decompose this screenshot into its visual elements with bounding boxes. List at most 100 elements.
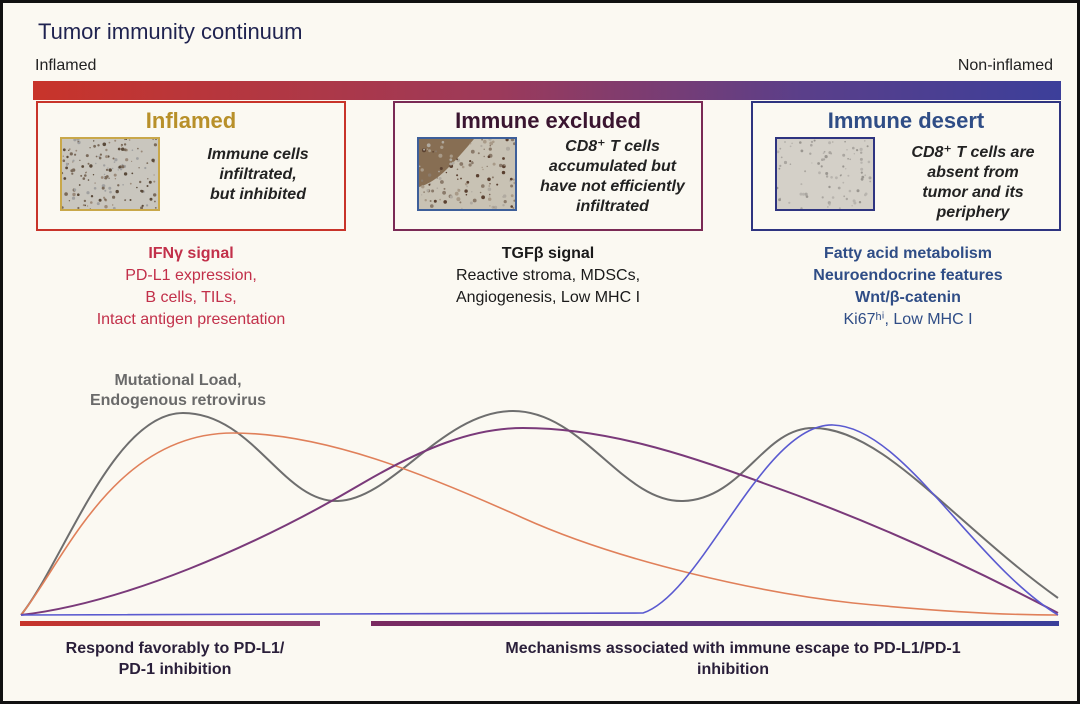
cell-dot bbox=[154, 200, 156, 203]
cell-dot bbox=[846, 149, 848, 151]
cell-dot bbox=[509, 177, 513, 181]
inflamed-description: Immune cells infiltrated, but inhibited bbox=[178, 145, 338, 205]
cell-dot bbox=[471, 161, 474, 165]
cell-dot bbox=[108, 141, 111, 144]
cell-dot bbox=[423, 191, 425, 193]
cell-dot bbox=[147, 178, 149, 180]
inflamed-histology-image bbox=[60, 137, 160, 211]
cell-dot bbox=[68, 200, 71, 202]
excluded-signal-title: TGFβ signal bbox=[501, 245, 595, 262]
cell-dot bbox=[828, 141, 832, 145]
cell-dot bbox=[146, 185, 149, 187]
cell-dot bbox=[470, 149, 475, 154]
cell-dot bbox=[90, 195, 94, 198]
cell-dot bbox=[789, 163, 792, 165]
cell-dot bbox=[120, 145, 123, 147]
cell-dot bbox=[97, 144, 100, 147]
cell-dot bbox=[90, 201, 93, 204]
desert-desc-line: CD8⁺ T cells are bbox=[911, 144, 1035, 161]
cell-dot bbox=[146, 162, 149, 164]
cell-dot bbox=[98, 198, 102, 202]
cell-dot bbox=[72, 192, 76, 197]
immune-desert-box: Immune desert CD8⁺ T cells are absent fr… bbox=[751, 101, 1061, 231]
cell-dot bbox=[465, 193, 468, 196]
desert-description: CD8⁺ T cells are absent from tumor and i… bbox=[888, 143, 1058, 223]
cell-dot bbox=[65, 162, 68, 165]
cell-dot bbox=[426, 148, 429, 150]
cell-dot bbox=[503, 164, 506, 167]
cell-dot bbox=[860, 177, 864, 181]
cell-dot bbox=[69, 148, 71, 150]
respond-label: Respond favorably to PD-L1/ PD-1 inhibit… bbox=[25, 638, 325, 680]
cell-dot bbox=[492, 162, 496, 166]
cell-dot bbox=[101, 186, 105, 190]
cell-dot bbox=[108, 168, 112, 172]
cell-dot bbox=[79, 159, 81, 161]
cell-dot bbox=[115, 189, 119, 194]
cell-dot bbox=[456, 197, 461, 202]
blue-curve bbox=[20, 424, 1059, 616]
figure-title: Tumor immunity continuum bbox=[38, 19, 303, 44]
cell-dot bbox=[61, 206, 64, 209]
cell-dot bbox=[125, 158, 129, 162]
cell-dot bbox=[466, 180, 470, 184]
cell-dot bbox=[451, 161, 455, 165]
cell-dot bbox=[430, 204, 434, 208]
cell-dot bbox=[503, 194, 507, 198]
cell-dot bbox=[457, 188, 461, 192]
cell-dot bbox=[852, 146, 855, 150]
cell-dot bbox=[489, 145, 491, 147]
continuum-gradient-bar bbox=[33, 81, 1061, 100]
cell-dot bbox=[488, 197, 492, 201]
cell-dot bbox=[800, 183, 803, 186]
desert-signal-title: Wnt/β-catenin bbox=[855, 289, 961, 306]
cell-dot bbox=[112, 157, 115, 160]
cell-dot bbox=[847, 158, 849, 160]
cell-dot bbox=[73, 188, 77, 191]
cell-dot bbox=[154, 207, 157, 209]
cell-dot bbox=[466, 185, 468, 188]
cell-dot bbox=[103, 173, 106, 176]
cell-dot bbox=[838, 207, 841, 210]
cell-dot bbox=[114, 178, 117, 180]
cell-dot bbox=[122, 184, 124, 186]
cell-dot bbox=[424, 199, 427, 202]
desert-signal-line: Ki67ʰⁱ, Low MHC I bbox=[843, 311, 973, 328]
cell-dot bbox=[100, 176, 104, 179]
cell-dot bbox=[503, 200, 507, 204]
cell-dot bbox=[433, 199, 437, 203]
cell-dot bbox=[93, 140, 95, 142]
cell-dot bbox=[426, 143, 431, 148]
cell-dot bbox=[825, 175, 829, 178]
cell-dot bbox=[780, 156, 783, 159]
cell-dot bbox=[868, 176, 872, 180]
cell-dot bbox=[443, 200, 447, 204]
mutational-load-label: Mutational Load, Endogenous retrovirus bbox=[43, 371, 313, 411]
cell-dot bbox=[804, 170, 807, 173]
cell-dot bbox=[429, 200, 432, 202]
cell-dot bbox=[109, 190, 112, 194]
cell-dot bbox=[112, 195, 116, 199]
cell-dot bbox=[140, 150, 143, 153]
cell-dot bbox=[512, 178, 515, 181]
cell-dot bbox=[449, 158, 453, 162]
cell-dot bbox=[791, 142, 793, 145]
cell-dot bbox=[869, 180, 872, 183]
cell-dot bbox=[801, 192, 805, 196]
cell-dot bbox=[837, 186, 841, 190]
cell-dot bbox=[461, 165, 465, 169]
inflamed-histology-texture bbox=[60, 137, 158, 210]
cell-dot bbox=[799, 192, 803, 196]
cell-dot bbox=[153, 174, 155, 176]
cell-dot bbox=[131, 172, 134, 175]
cell-dot bbox=[77, 206, 80, 210]
cell-dot bbox=[141, 204, 144, 207]
cell-dot bbox=[475, 174, 480, 178]
cell-dot bbox=[827, 206, 829, 208]
cell-dot bbox=[851, 205, 853, 207]
cell-dot bbox=[89, 147, 91, 149]
cell-dot bbox=[860, 171, 863, 174]
cell-dot bbox=[501, 170, 506, 175]
cell-dot bbox=[822, 152, 825, 154]
cell-dot bbox=[835, 176, 838, 180]
